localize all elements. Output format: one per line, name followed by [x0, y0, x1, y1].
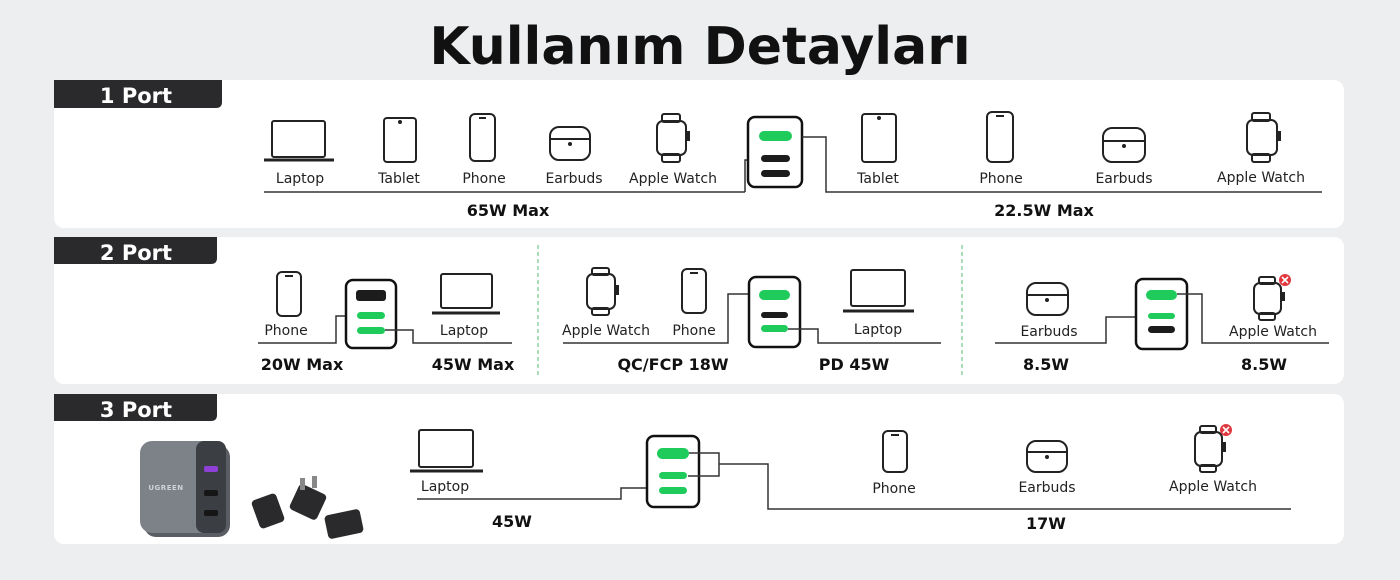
- tab-2-port: 2 Port: [54, 237, 217, 265]
- watch-icon: [1253, 276, 1285, 321]
- device-label-earbuds: Earbuds: [1018, 480, 1075, 496]
- power-label-65w: 65W Max: [467, 201, 550, 220]
- device-label-laptop: Laptop: [854, 322, 902, 338]
- laptop-icon: [843, 269, 914, 313]
- charger-1-port: [746, 115, 804, 189]
- device-label-phone: Phone: [979, 171, 1022, 187]
- port-inactive: [1148, 326, 1175, 333]
- power-label-20w-max: 20W Max: [261, 355, 344, 374]
- port-active: [357, 327, 385, 334]
- laptop-icon: [264, 120, 334, 162]
- device-label-apple-watch: Apple Watch: [1169, 479, 1257, 495]
- phone-icon: [681, 268, 707, 314]
- port-active: [759, 290, 790, 300]
- device-label-earbuds: Earbuds: [1095, 171, 1152, 187]
- watch-icon: [1246, 112, 1281, 163]
- panel-1-port: [54, 80, 1344, 228]
- connector-17w: [719, 463, 1291, 510]
- port-inactive: [356, 290, 386, 301]
- earbuds-icon: [1102, 127, 1146, 163]
- watch-icon: [656, 113, 690, 163]
- port-active: [659, 487, 687, 494]
- device-label-phone: Phone: [462, 171, 505, 187]
- power-label-8-5w-left: 8.5W: [1023, 355, 1069, 374]
- port-inactive: [761, 155, 790, 162]
- brand-logo: UGREEN: [148, 484, 183, 492]
- earbuds-icon: [1026, 282, 1069, 316]
- connector-pd-45w: [788, 328, 941, 344]
- port-active: [761, 325, 788, 332]
- tablet-icon: [861, 113, 897, 163]
- watch-icon: [586, 267, 619, 316]
- device-label-laptop: Laptop: [440, 323, 488, 339]
- device-label-apple-watch: Apple Watch: [629, 171, 717, 187]
- power-label-22-5w: 22.5W Max: [994, 201, 1094, 220]
- earbuds-icon: [1026, 440, 1068, 473]
- device-label-apple-watch: Apple Watch: [562, 323, 650, 339]
- port-active: [1146, 290, 1177, 300]
- port-active: [759, 131, 792, 141]
- device-label-apple-watch: Apple Watch: [1217, 170, 1305, 186]
- port-active: [657, 448, 689, 459]
- connector-8-5w-right: [1177, 293, 1329, 344]
- charger-2-port-a: [344, 278, 398, 350]
- power-label-8-5w-right: 8.5W: [1241, 355, 1287, 374]
- phone-icon: [276, 271, 302, 317]
- tab-3-port-label: 3 Port: [100, 398, 172, 422]
- charger-product-image: UGREEN: [140, 441, 230, 537]
- connector-45w: [385, 329, 512, 344]
- tab-2-port-label: 2 Port: [100, 241, 172, 265]
- laptop-icon: [432, 273, 500, 315]
- baseline-22-5w: [802, 136, 1322, 193]
- power-label-pd-45w: PD 45W: [819, 355, 890, 374]
- tablet-icon: [383, 117, 417, 163]
- port-inactive: [761, 170, 790, 177]
- plug-adapter-image: [251, 476, 364, 539]
- power-label-45w: 45W: [492, 512, 532, 531]
- charger-3-port: [645, 434, 701, 509]
- device-label-phone: Phone: [672, 323, 715, 339]
- device-label-tablet: Tablet: [377, 171, 420, 187]
- device-label-laptop: Laptop: [276, 171, 324, 187]
- phone-icon: [469, 113, 496, 162]
- device-label-apple-watch: Apple Watch: [1229, 324, 1317, 340]
- power-label-45w-max: 45W Max: [432, 355, 515, 374]
- power-label-17w: 17W: [1026, 514, 1066, 533]
- device-label-phone: Phone: [264, 323, 307, 339]
- phone-icon: [882, 430, 908, 473]
- port-active: [357, 312, 385, 319]
- tab-1-port: 1 Port: [54, 80, 222, 108]
- device-label-phone: Phone: [872, 481, 915, 497]
- device-label-earbuds: Earbuds: [1020, 324, 1077, 340]
- device-label-tablet: Tablet: [856, 171, 899, 187]
- tab-3-port: 3 Port: [54, 394, 217, 422]
- earbuds-icon: [549, 126, 591, 161]
- port-inactive: [761, 312, 788, 318]
- connector-45w: [417, 487, 660, 500]
- connector-8-5w-left: [995, 316, 1145, 344]
- laptop-icon: [410, 429, 483, 473]
- watch-icon: [1194, 425, 1226, 473]
- phone-icon: [986, 111, 1014, 163]
- warning-badge-icon: [1279, 274, 1291, 286]
- tab-1-port-label: 1 Port: [100, 84, 172, 108]
- page-title: Kullanım Detayları: [429, 17, 970, 77]
- device-label-earbuds: Earbuds: [545, 171, 602, 187]
- warning-badge-icon: [1220, 424, 1232, 436]
- port-active: [659, 472, 687, 479]
- device-label-laptop: Laptop: [421, 479, 469, 495]
- connector-qc-fcp: [563, 293, 758, 344]
- power-label-qc-fcp-18w: QC/FCP 18W: [617, 355, 728, 374]
- charger-2-port-c: [1134, 277, 1189, 351]
- charger-2-port-b: [747, 275, 802, 349]
- port-active: [1148, 313, 1175, 319]
